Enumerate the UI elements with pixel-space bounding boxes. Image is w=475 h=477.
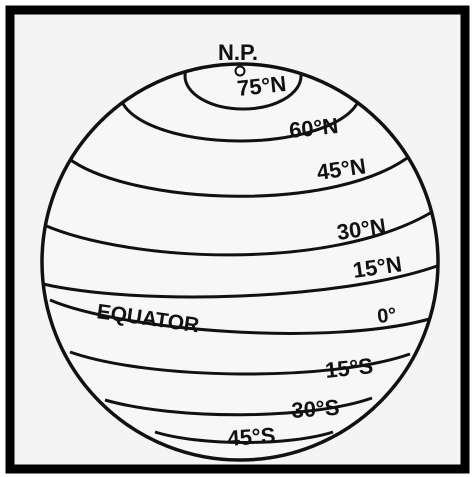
label-75n: 75°N [236,71,288,101]
label-north-pole: N.P. [218,40,258,65]
north-pole-dot [236,67,245,76]
label-15s: 15°S [324,353,374,383]
label-0: 0° [376,304,397,328]
label-60n: 60°N [288,113,340,143]
label-45s: 45°S [227,423,277,451]
label-30s: 30°S [291,395,341,423]
